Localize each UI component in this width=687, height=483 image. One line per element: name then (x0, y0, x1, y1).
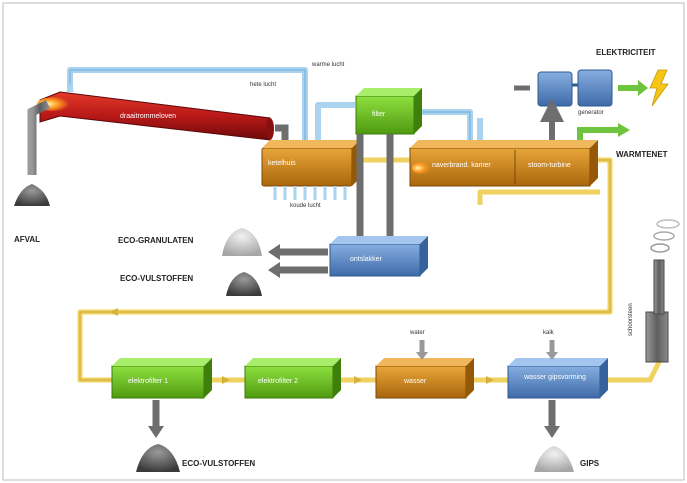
cold-air-inlets (273, 186, 347, 200)
filter1-label: elektrofilter 1 (128, 378, 169, 385)
chimney-label: schoorsteen (628, 303, 634, 336)
green-filter-label: filter (372, 111, 386, 118)
afterburner-label: naverbrand. kamer (432, 162, 491, 169)
waste-feed-pipe (27, 99, 51, 175)
gypsum-box-label: wasser gipsvorming (524, 374, 586, 381)
green-filter-box (355, 88, 422, 135)
gypsum-down-arrow (544, 426, 560, 438)
filter1-box (111, 358, 212, 399)
kiln-label: draaitrommeloven (120, 113, 177, 120)
ketel-box (261, 140, 360, 187)
water-input-arrow (416, 352, 428, 360)
hot-air-arrow (66, 84, 74, 92)
slag-box (329, 236, 428, 277)
filler-pile-top (226, 272, 262, 296)
hot-air-label: hete lucht (250, 82, 277, 88)
gypsum-box (507, 358, 608, 399)
label-elektriciteit: ELEKTRICITEIT (596, 48, 656, 57)
turbine-generator (537, 69, 613, 107)
label-eco-vulstoffen-top: ECO-VULSTOFFEN (120, 274, 194, 283)
gypsum-pile (534, 446, 574, 472)
ketel-label: ketelhuis (268, 160, 296, 167)
generator-label: generator (578, 110, 604, 116)
granulate-pile (222, 228, 262, 256)
label-warmtenet: WARMTENET (616, 150, 668, 159)
turbine-label: stoom-turbine (528, 162, 571, 169)
flame-icon-2 (412, 162, 432, 174)
chimney (645, 219, 680, 363)
filler-down-arrow (148, 426, 164, 438)
slag-box-label: ontslakker (350, 256, 382, 263)
label-eco-vulstoffen-bottom: ECO-VULSTOFFEN (182, 459, 256, 468)
waste-pile (14, 184, 50, 206)
lime-label: kalk (543, 330, 554, 336)
washer-label: wasser (404, 378, 427, 385)
washer-box (375, 358, 474, 399)
water-label: water (410, 330, 425, 336)
label-gips: GIPS (580, 459, 600, 468)
lime-input-arrow (546, 352, 558, 360)
cold-air-label: koude lucht (290, 203, 321, 209)
label-afval: AFVAL (14, 235, 41, 244)
label-eco-granulaten: ECO-GRANULATEN (118, 236, 194, 245)
lightning-icon (649, 69, 669, 107)
warm-air-label: warme lucht (312, 62, 345, 68)
boiler-box (409, 140, 598, 187)
filter2-label: elektrofilter 2 (258, 378, 299, 385)
filter2-box (244, 358, 341, 399)
heat-network-arrow (577, 127, 620, 140)
filler-pile-bottom (136, 444, 180, 472)
grey-ducts (356, 134, 394, 238)
smoke-icon (650, 243, 670, 253)
